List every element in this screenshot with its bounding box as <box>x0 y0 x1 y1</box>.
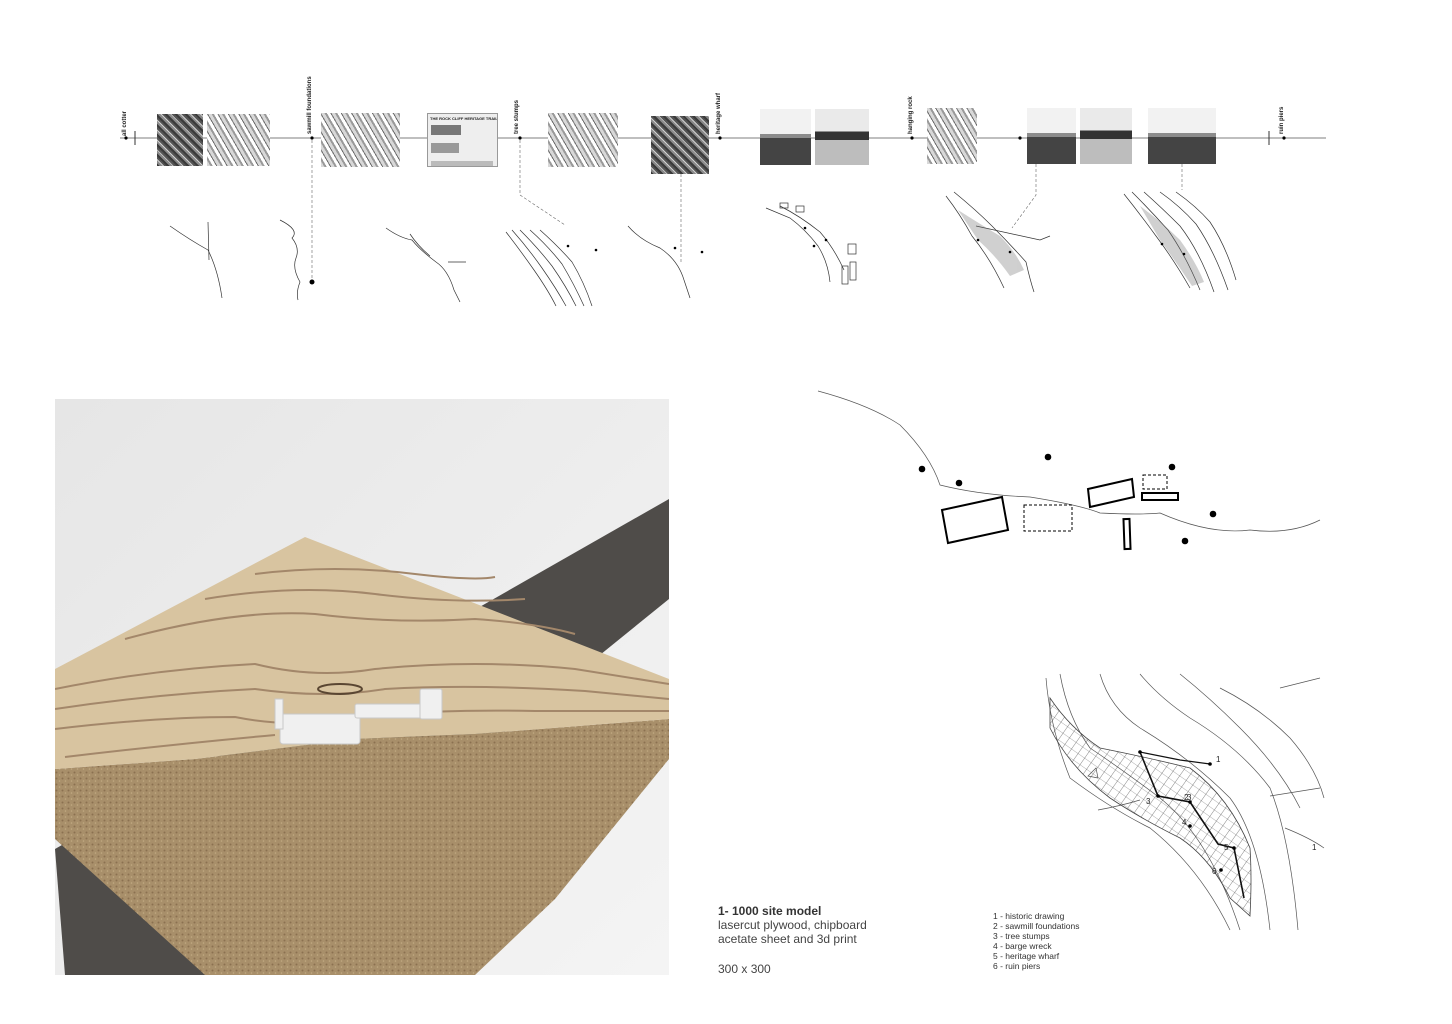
legend-item: 1 - historic drawing <box>993 911 1065 921</box>
building-footprint-1 <box>940 495 1010 545</box>
plan-label-2: 2 <box>1184 793 1189 802</box>
plan-label-4: 4 <box>1182 818 1187 827</box>
photo-wharf-water <box>1027 108 1076 164</box>
legend-item: 5 - heritage wharf <box>993 951 1060 961</box>
model-caption-materials-1: lasercut plywood, chipboard <box>718 918 867 932</box>
photo-shoreline <box>815 109 869 165</box>
photo-stump-detail <box>651 116 709 174</box>
photo-heritage-signboard: THE ROCK CLIFF HERITAGE TRAIL <box>427 113 498 167</box>
photo-ruin-piers <box>1148 108 1216 164</box>
detail-contour-plan: 1 2 3 3 4 5 6 1 <box>1045 673 1325 931</box>
model-caption-title: 1- 1000 site model <box>718 904 822 918</box>
model-caption: 1- 1000 site model lasercut plywood, chi… <box>718 904 867 976</box>
plan-legend: 1 - historic drawing 2 - sawmill foundat… <box>993 911 1079 971</box>
legend-item: 6 - ruin piers <box>993 961 1041 971</box>
plan-label-5: 5 <box>1224 843 1229 852</box>
photo-harbour-trees <box>1080 108 1132 164</box>
signboard-title: THE ROCK CLIFF HERITAGE TRAIL <box>430 116 497 121</box>
model-caption-size: 300 x 300 <box>718 962 771 976</box>
timeline-sketches <box>169 191 1237 307</box>
photo-forest-path <box>207 114 270 166</box>
plan-label-3b: 3 <box>1187 793 1192 802</box>
legend-item: 2 - sawmill foundations <box>993 921 1080 931</box>
legend-item: 4 - barge wreck <box>993 941 1052 951</box>
plan-label-1: 1 <box>1216 755 1221 764</box>
site-model-photo <box>55 399 669 975</box>
plan-label-3a: 3 <box>1146 797 1151 806</box>
site-plan-diagram <box>817 390 1321 551</box>
model-caption-materials-2: acetate sheet and 3d print <box>718 932 857 946</box>
photo-rocky-beach <box>927 108 977 164</box>
photo-bay-view <box>760 109 811 165</box>
photo-entrance-gate <box>157 114 203 166</box>
plan-label-6: 6 <box>1212 867 1217 876</box>
legend-item: 3 - tree stumps <box>993 931 1050 941</box>
photo-tree-stumps <box>548 113 618 167</box>
plan-label-edge: 1 <box>1312 843 1317 852</box>
photo-sawmill-ruins <box>321 113 400 167</box>
